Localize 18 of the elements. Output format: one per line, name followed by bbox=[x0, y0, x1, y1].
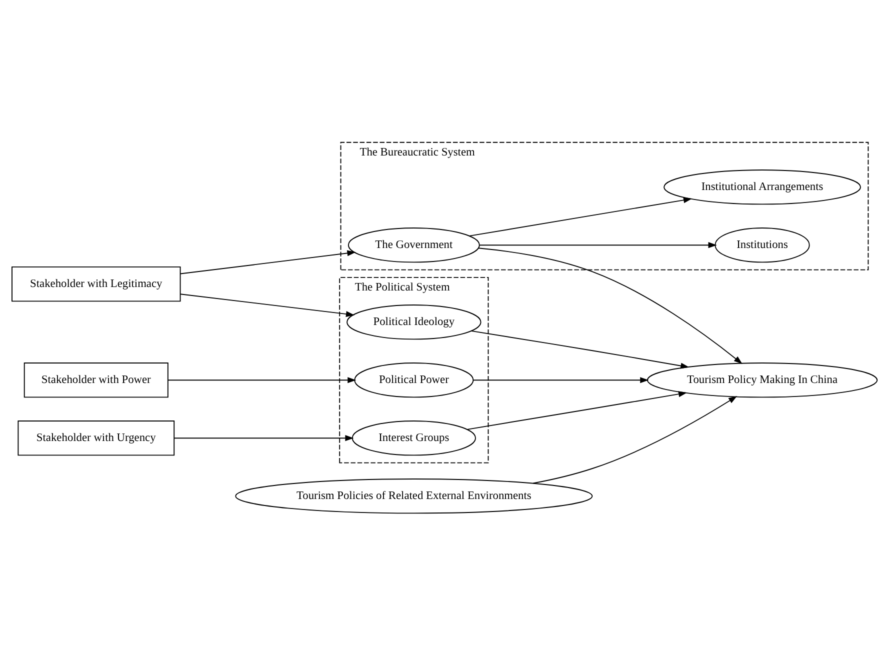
node-box: Stakeholder with Power bbox=[24, 362, 168, 398]
node-box: Stakeholder with Legitimacy bbox=[12, 266, 181, 302]
arrow bbox=[532, 396, 738, 484]
arrow bbox=[168, 377, 356, 384]
node-ellipse: Tourism Policies of Related External Environments bbox=[235, 478, 593, 514]
node-ellipse: Institutions bbox=[714, 228, 810, 263]
arrow bbox=[468, 197, 692, 236]
arrow bbox=[472, 377, 649, 384]
arrow bbox=[174, 435, 354, 442]
arrow bbox=[180, 294, 355, 318]
arrow bbox=[470, 330, 690, 369]
node-ellipse: Interest Groups bbox=[352, 420, 476, 456]
arrow bbox=[478, 248, 742, 364]
node-box: Stakeholder with Urgency bbox=[18, 420, 175, 456]
node-ellipse: Political Power bbox=[354, 362, 474, 398]
arrow bbox=[479, 242, 717, 248]
arrow bbox=[180, 250, 356, 274]
arrow bbox=[466, 391, 688, 430]
